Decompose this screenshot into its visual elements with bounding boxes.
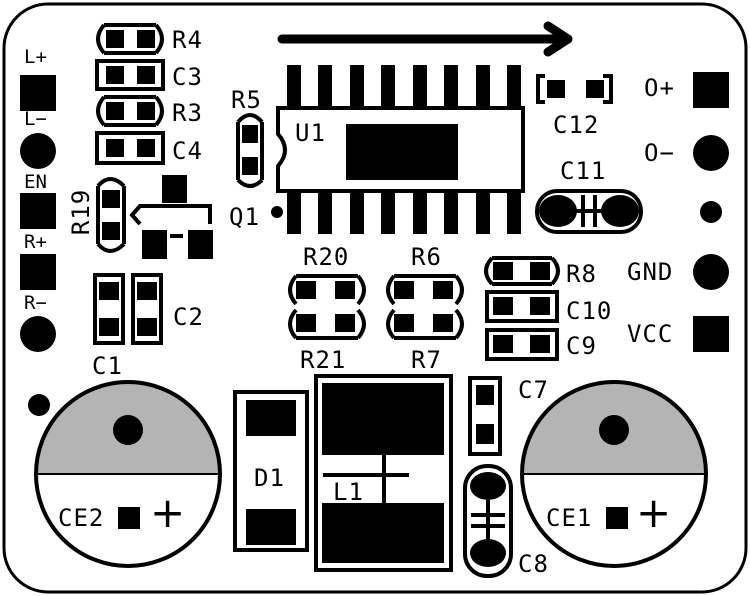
pin-r-minus-pad <box>20 316 56 352</box>
ce2-polarity-dot <box>28 394 50 416</box>
label-r21: R21 <box>300 346 347 374</box>
pin-gnd-pad <box>693 254 729 290</box>
pin-label-r-plus: R+ <box>24 231 47 253</box>
mount-dot <box>700 201 722 223</box>
label-r6: R6 <box>411 243 442 271</box>
capacitor-c4 <box>95 131 165 165</box>
pin-label-o-minus: O− <box>644 139 675 167</box>
ic-u1 <box>276 65 525 234</box>
capacitor-c11 <box>535 189 643 234</box>
label-c4: C4 <box>172 137 203 165</box>
pin-label-o-plus: O+ <box>644 74 675 102</box>
pin-o-minus-pad <box>693 135 729 171</box>
resistor-r4 <box>96 23 164 55</box>
pin-en-pad <box>20 193 56 229</box>
ce2-plus-sign: + <box>150 488 186 537</box>
pin-l-plus-pad <box>20 75 56 111</box>
label-c10: C10 <box>566 297 613 325</box>
resistor-r21 <box>288 308 366 340</box>
label-u1: U1 <box>295 119 326 147</box>
pin-vcc-pad <box>693 316 729 352</box>
label-r3: R3 <box>172 99 203 127</box>
resistor-r3 <box>96 95 164 127</box>
label-d1: D1 <box>254 464 285 492</box>
label-r5: R5 <box>231 86 262 114</box>
pin-label-l-plus: L+ <box>24 46 47 68</box>
diode-d1 <box>233 390 309 552</box>
label-c8: C8 <box>518 550 549 578</box>
ce1-plus-sign: + <box>636 488 672 537</box>
label-r7: R7 <box>411 346 442 374</box>
pin-o-plus-pad <box>693 72 729 108</box>
label-ce1: CE1 <box>546 504 593 532</box>
label-r4: R4 <box>172 26 203 54</box>
capacitor-c9 <box>485 328 559 361</box>
direction-arrow <box>277 21 573 57</box>
transistor-q1 <box>129 175 283 259</box>
label-r8: R8 <box>566 260 597 288</box>
pin-label-r-minus: R− <box>24 292 47 314</box>
pin-l-minus-pad <box>20 133 56 169</box>
capacitor-c12 <box>536 74 613 104</box>
label-r20: R20 <box>303 243 350 271</box>
label-c3: C3 <box>172 63 203 91</box>
capacitor-ce1 <box>520 380 708 568</box>
capacitor-c1 <box>93 273 125 345</box>
resistor-r8 <box>484 256 560 286</box>
capacitor-c3 <box>95 59 165 91</box>
label-r19: R19 <box>67 188 96 236</box>
capacitor-c7 <box>468 376 502 456</box>
pin-label-en: EN <box>24 171 47 193</box>
resistor-r19 <box>96 177 126 253</box>
resistor-r6 <box>386 274 464 306</box>
capacitor-ce2 <box>34 380 222 568</box>
label-q1: Q1 <box>229 203 260 231</box>
resistor-r5 <box>236 113 264 188</box>
pin-label-vcc: VCC <box>627 320 674 348</box>
pin-r-plus-pad <box>20 254 56 290</box>
pin-label-l-minus: L− <box>24 108 47 130</box>
resistor-r7 <box>386 308 464 340</box>
pin-label-gnd: GND <box>627 258 674 286</box>
label-l1: L1 <box>333 478 364 506</box>
label-ce2: CE2 <box>58 504 105 532</box>
capacitor-c8 <box>463 464 513 578</box>
capacitor-c2 <box>131 273 163 345</box>
label-c9: C9 <box>566 332 597 360</box>
label-c12: C12 <box>553 111 600 139</box>
resistor-r20 <box>288 274 366 306</box>
label-c2: C2 <box>173 303 204 331</box>
inductor-l1 <box>314 374 453 572</box>
label-c11: C11 <box>560 157 607 185</box>
capacitor-c10 <box>485 290 559 323</box>
label-c7: C7 <box>518 376 549 404</box>
label-c1: C1 <box>92 352 123 380</box>
